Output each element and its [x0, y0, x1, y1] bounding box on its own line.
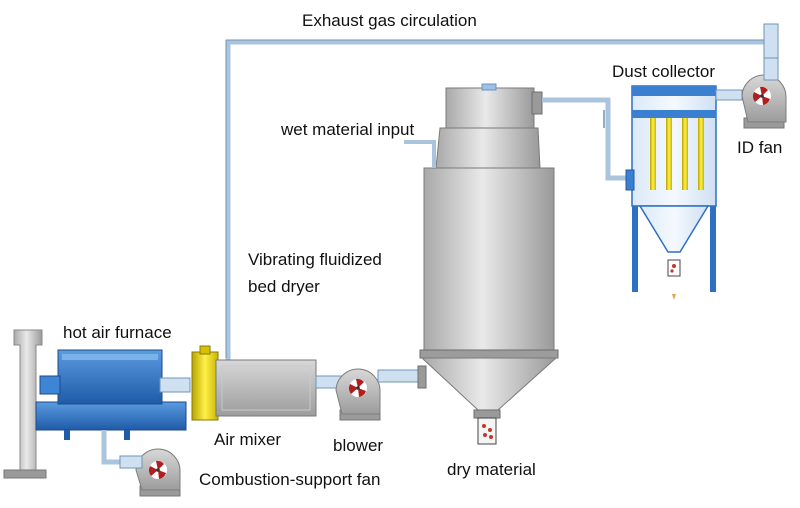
id-fan — [741, 57, 787, 129]
dryer-exhaust-pipe — [542, 97, 630, 181]
hot-air-furnace-label: hot air furnace — [63, 323, 172, 342]
blower-label: blower — [333, 436, 384, 455]
dry-material-label: dry material — [447, 460, 536, 479]
dryer-label-line-2: bed dryer — [248, 277, 320, 296]
collector-outlet-pipe — [715, 89, 743, 101]
id-fan-label: ID fan — [737, 138, 783, 157]
exhaust-gas-label: Exhaust gas circulation — [302, 11, 477, 30]
wet-material-input-label: wet material input — [281, 120, 415, 139]
blower — [335, 368, 423, 421]
combustion-fan-label: Combustion-support fan — [199, 470, 381, 489]
dryer-label-line-1: Vibrating fluidized — [248, 250, 382, 269]
dry-material-outlet — [473, 409, 501, 445]
combustion-support-fan — [119, 448, 181, 497]
fluidized-bed-dryer — [404, 83, 559, 411]
dust-collector-label: Dust collector — [612, 62, 715, 81]
dust-collector — [625, 85, 717, 300]
hot-air-furnace — [3, 329, 191, 479]
air-mixer — [191, 345, 317, 421]
material-outlet-icon — [482, 424, 493, 439]
air-mixer-label: Air mixer — [214, 430, 282, 449]
exhaust-recirculation-pipe — [225, 23, 779, 360]
